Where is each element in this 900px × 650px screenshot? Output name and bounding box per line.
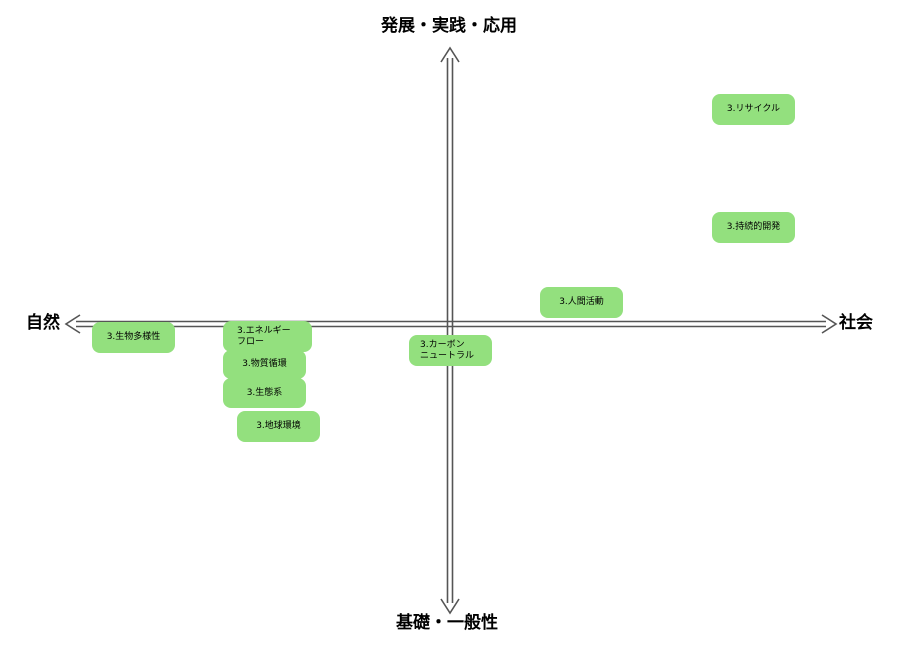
topic-carbon-neutral: 3.カーボン ニュートラル: [409, 335, 492, 366]
axis-label-right: 社会: [839, 313, 873, 333]
bottom-arrowhead: [440, 598, 460, 615]
axis-label-left: 自然: [26, 313, 60, 333]
topic-material-cycle: 3.物質循環: [223, 350, 306, 379]
topic-sustainable-development: 3.持続的開発: [712, 212, 795, 243]
topic-label: 3.持続的開発: [726, 222, 781, 232]
right-arrowhead: [821, 314, 838, 334]
topic-label: 3.物質循環: [242, 359, 287, 369]
topic-label: 3.エネルギー フロー: [237, 325, 291, 347]
left-arrowhead: [64, 314, 81, 334]
axis-label-bottom: 基礎・一般性: [396, 613, 498, 633]
horizontal-axis: [64, 314, 838, 334]
topic-ecosystem: 3.生態系: [223, 378, 306, 408]
topic-label: 3.人間活動: [559, 297, 604, 307]
topic-energy-flow: 3.エネルギー フロー: [223, 321, 312, 352]
topic-label: 3.リサイクル: [726, 104, 781, 114]
topic-label: 3.生物多様性: [106, 332, 161, 342]
axis-label-top: 発展・実践・応用: [381, 16, 517, 36]
topic-recycle: 3.リサイクル: [712, 94, 795, 125]
topic-label: 3.地球環境: [256, 421, 301, 431]
topic-biodiversity: 3.生物多様性: [92, 322, 175, 353]
topic-human-activity: 3.人間活動: [540, 287, 623, 318]
topic-label: 3.生態系: [246, 387, 283, 398]
vertical-axis: [440, 46, 460, 615]
topic-label: 3.カーボン ニュートラル: [420, 339, 475, 361]
top-arrowhead: [440, 46, 460, 63]
topic-global-environment: 3.地球環境: [237, 411, 320, 442]
